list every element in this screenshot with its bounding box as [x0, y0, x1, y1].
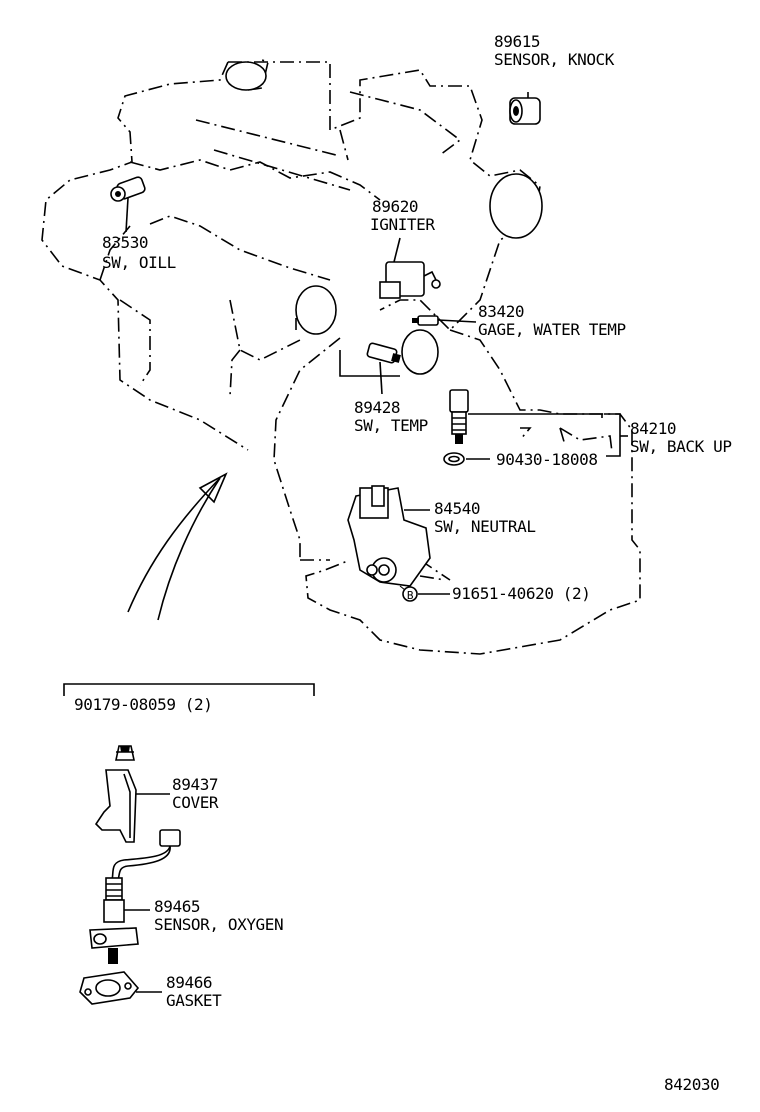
direction-arrow: [127, 472, 228, 621]
knock-sensor-number: 89615: [494, 32, 540, 51]
gasket-icon: [79, 971, 162, 1005]
gasket-name: GASKET: [166, 991, 222, 1010]
oxygen-sensor-group-bracket: [63, 683, 315, 696]
diagram-number: 842030: [664, 1075, 719, 1094]
water-temp-gage-icon: [412, 315, 477, 326]
oil-switch-number: 83530: [102, 233, 148, 252]
knock-sensor-name: SENSOR, KNOCK: [494, 50, 615, 69]
oxygen-sensor-icon: [89, 829, 181, 964]
cover-number: 89437: [172, 775, 218, 794]
backup-switch-name: SW, BACK UP: [630, 437, 732, 456]
cover-name: COVER: [172, 793, 219, 812]
oil-switch-icon: [110, 176, 146, 233]
backup-switch-number: 84210: [630, 419, 676, 438]
temp-switch-icon: [366, 342, 401, 395]
backup-switch-icon: [449, 389, 628, 457]
temp-switch-name: SW, TEMP: [354, 416, 428, 435]
gasket-ring-number: 90430-18008: [496, 450, 598, 469]
gasket-number: 89466: [166, 973, 212, 992]
nut-icon: [115, 745, 135, 761]
igniter-number: 89620: [372, 197, 418, 216]
nut-number: 90179-08059 (2): [74, 695, 213, 714]
bolt-marker-icon: [399, 585, 450, 602]
temp-switch-number: 89428: [354, 398, 400, 417]
neutral-switch-icon: [347, 485, 431, 587]
bolt-marker-letter: B: [407, 589, 414, 602]
oil-switch-name: SW, OILL: [102, 253, 176, 272]
oxygen-sensor-name: SENSOR, OXYGEN: [154, 915, 283, 934]
oxygen-sensor-number: 89465: [154, 897, 200, 916]
igniter-icon: [379, 237, 441, 299]
gasket-ring-icon: [443, 452, 490, 466]
water-temp-gage-name: GAGE, WATER TEMP: [478, 320, 626, 339]
igniter-name: IGNITER: [370, 215, 435, 234]
engine-outline: [41, 59, 641, 655]
cover-icon: [94, 769, 170, 843]
engine-cylinders: [225, 61, 543, 377]
bolt-number: 91651-40620 (2): [452, 584, 591, 603]
water-temp-gage-number: 83420: [478, 302, 524, 321]
neutral-switch-name: SW, NEUTRAL: [434, 517, 536, 536]
knock-sensor-icon: [509, 92, 541, 125]
neutral-switch-number: 84540: [434, 499, 480, 518]
